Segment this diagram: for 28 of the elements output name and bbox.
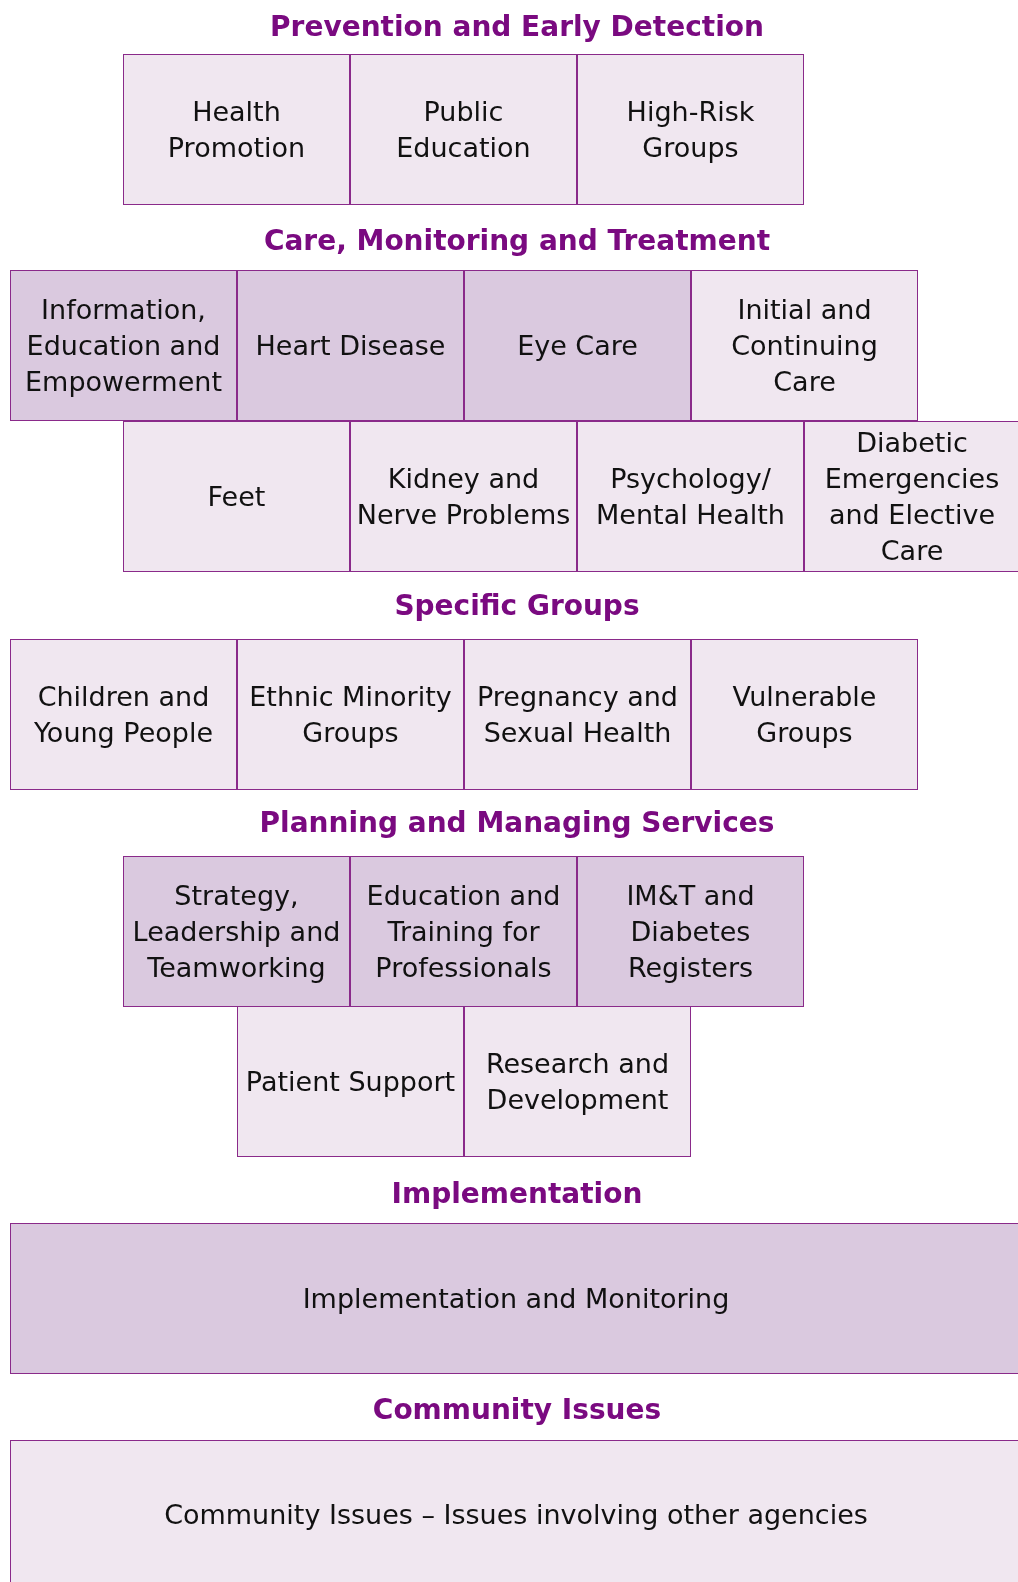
section-heading: Community Issues xyxy=(371,1393,663,1426)
topic-box: Kidney and Nerve Problems xyxy=(350,421,577,572)
section-heading: Prevention and Early Detection xyxy=(269,10,765,43)
topic-box: Eye Care xyxy=(464,270,691,421)
section-heading: Implementation xyxy=(390,1177,644,1210)
topic-box: Ethnic Minority Groups xyxy=(237,639,464,790)
topic-box: IM&T and Diabetes Registers xyxy=(577,856,804,1007)
topic-box: Research and Development xyxy=(464,1006,691,1157)
topic-box: Public Education xyxy=(350,54,577,205)
topic-box: Health Promotion xyxy=(123,54,350,205)
topic-box: Community Issues – Issues involving other agencies xyxy=(10,1440,1018,1582)
section-heading: Specific Groups xyxy=(393,589,641,622)
topic-box: Psychology/ Mental Health xyxy=(577,421,804,572)
topic-box: Heart Disease xyxy=(237,270,464,421)
topic-box: Education and Training for Professionals xyxy=(350,856,577,1007)
topic-box: Patient Support xyxy=(237,1006,464,1157)
topic-box: Pregnancy and Sexual Health xyxy=(464,639,691,790)
topic-box: Vulnerable Groups xyxy=(691,639,918,790)
topic-box: Implementation and Monitoring xyxy=(10,1223,1018,1374)
section-heading: Care, Monitoring and Treatment xyxy=(262,224,772,257)
topic-box: Feet xyxy=(123,421,350,572)
topic-box: High-Risk Groups xyxy=(577,54,804,205)
topic-box: Diabetic Emergencies and Elective Care xyxy=(804,421,1018,572)
topic-box: Information, Education and Empowerment xyxy=(10,270,237,421)
section-heading: Planning and Managing Services xyxy=(258,806,776,839)
topic-box: Children and Young People xyxy=(10,639,237,790)
topic-box: Strategy, Leadership and Teamworking xyxy=(123,856,350,1007)
topic-box: Initial and Continuing Care xyxy=(691,270,918,421)
